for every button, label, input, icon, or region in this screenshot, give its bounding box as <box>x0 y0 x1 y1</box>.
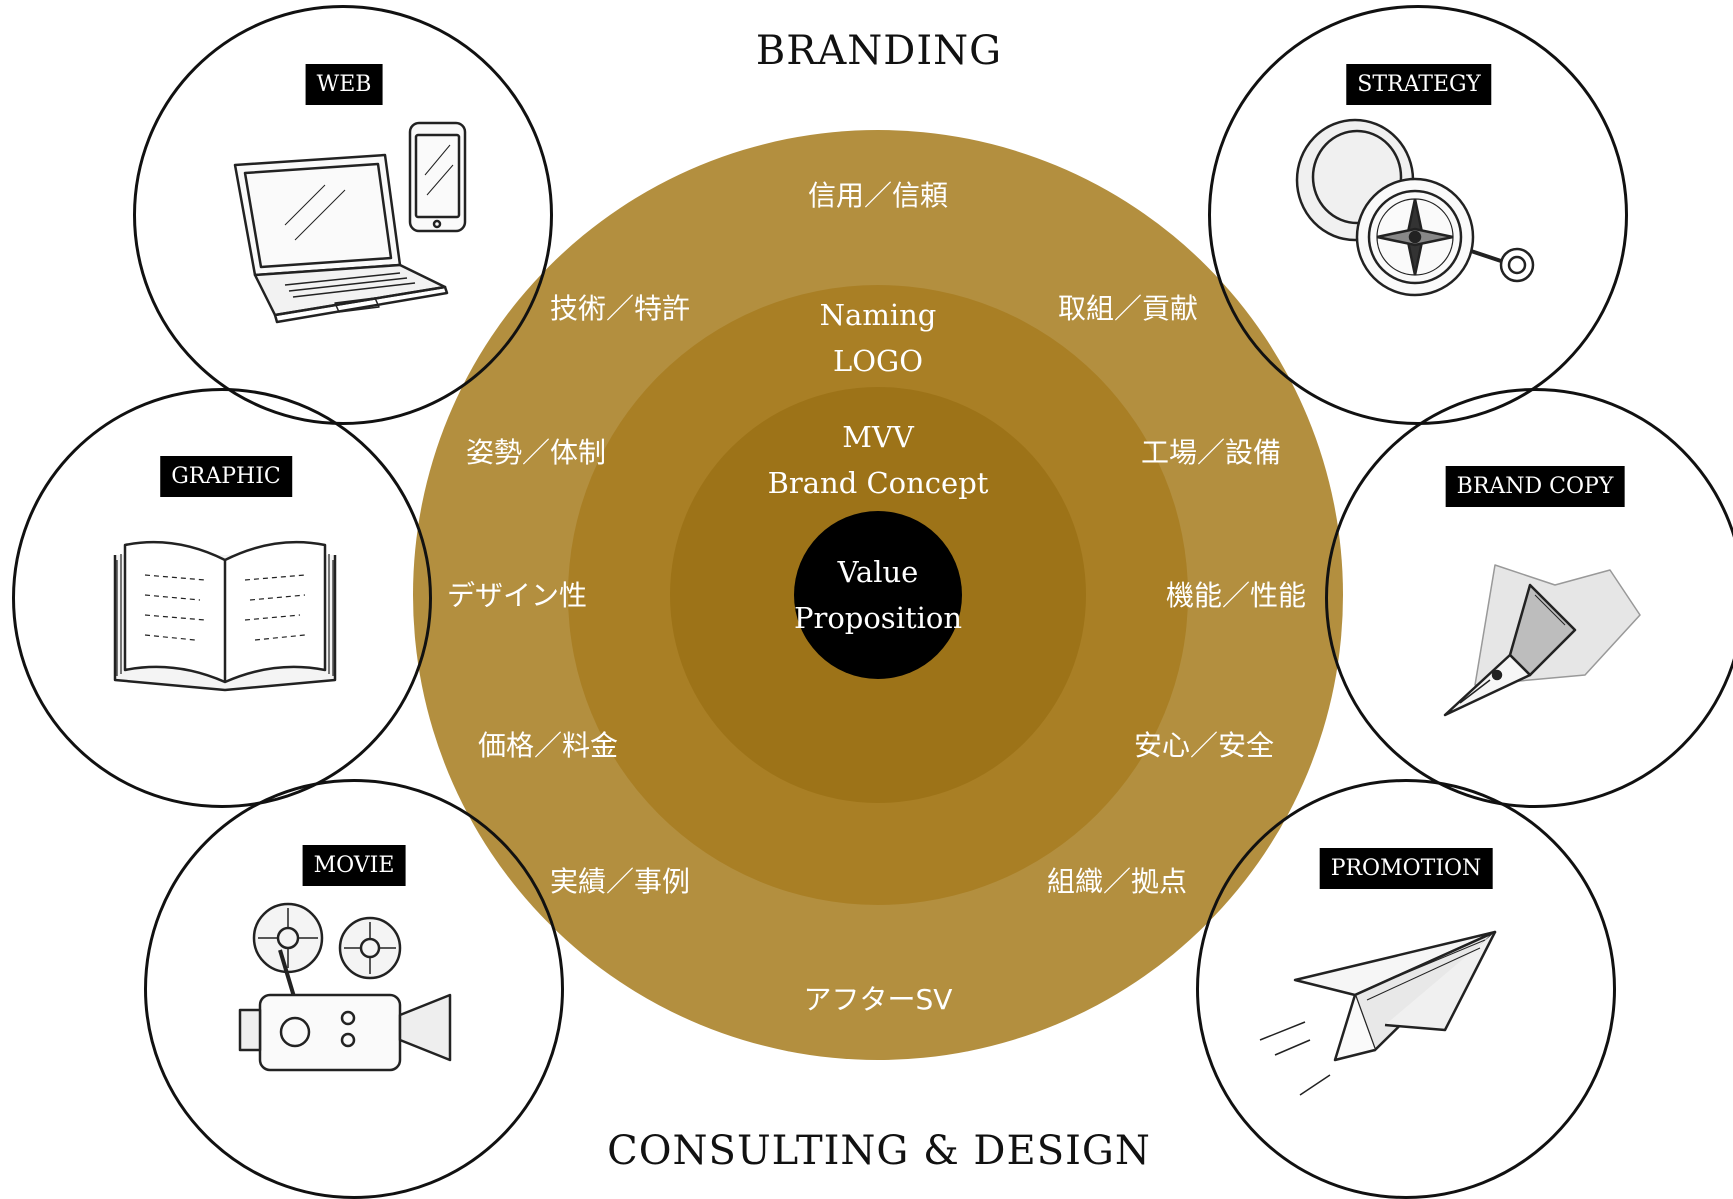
outer-label-organization: 組織／拠点 <box>1046 865 1188 898</box>
book-icon <box>113 540 337 692</box>
outer-label-technology: 技術／特許 <box>549 292 691 325</box>
outer-label-function: 機能／性能 <box>1165 579 1307 612</box>
fountain-pen-icon <box>1443 564 1641 717</box>
outer-label-contribution: 取組／貢献 <box>1057 292 1199 325</box>
service-circle-web <box>133 5 553 425</box>
proposition-label: Proposition <box>793 601 963 635</box>
outer-label-trust: 信用／信頼 <box>807 179 949 212</box>
middle-ring-label: Naming LOGO <box>718 292 1038 384</box>
outer-label-design: デザイン性 <box>446 579 588 612</box>
compass-icon <box>1295 118 1535 297</box>
badge-web: WEB <box>305 64 383 105</box>
service-circle-graphic <box>12 388 432 808</box>
outer-label-stance: 姿勢／体制 <box>465 436 607 469</box>
outer-label-safety: 安心／安全 <box>1133 729 1275 762</box>
mvv-label: MVV <box>842 420 914 454</box>
service-circle-brand-copy <box>1325 388 1733 808</box>
consulting-design-title: CONSULTING & DESIGN <box>607 1128 1151 1174</box>
brand-concept-label: Brand Concept <box>767 466 989 500</box>
logo-label: LOGO <box>833 344 923 378</box>
badge-brand-copy: BRAND COPY <box>1445 466 1625 507</box>
badge-strategy: STRATEGY <box>1346 64 1492 105</box>
badge-promotion: PROMOTION <box>1319 848 1493 889</box>
outer-label-after-service: アフターSV <box>803 983 953 1016</box>
outer-label-results: 実績／事例 <box>549 865 691 898</box>
core-label: Value Proposition <box>718 549 1038 641</box>
outer-label-price: 価格／料金 <box>477 729 619 762</box>
badge-movie: MOVIE <box>302 845 406 886</box>
inner-ring-label: MVV Brand Concept <box>718 414 1038 506</box>
naming-label: Naming <box>819 298 937 332</box>
core-circle <box>794 511 962 679</box>
laptop-phone-icon <box>233 121 467 324</box>
branding-title: BRANDING <box>755 28 1003 74</box>
badge-graphic: GRAPHIC <box>160 456 292 497</box>
value-label: Value <box>837 555 919 589</box>
film-projector-icon <box>238 902 452 1072</box>
outer-label-factory: 工場／設備 <box>1140 436 1282 469</box>
paper-plane-icon <box>1259 930 1497 1096</box>
